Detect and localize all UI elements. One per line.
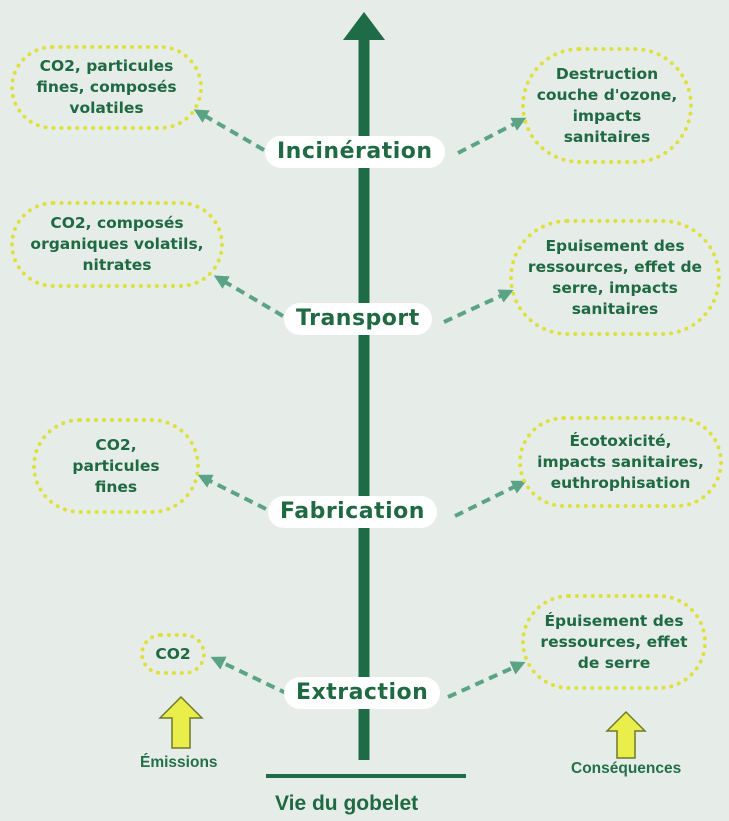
emissions-bubble-fabrication: CO2, particules fines: [32, 418, 200, 514]
consequences-bubble-extraction: Épuisement des ressources, effet de serr…: [521, 594, 707, 690]
consequences-bubble-transport: Epuisement des ressources, effet de serr…: [509, 219, 721, 336]
text-line: Destruction: [555, 64, 659, 83]
stage-label-transport: Transport: [284, 303, 432, 335]
consequences-bubble-fabrication: Écotoxicité, impacts sanitaires, euthrop…: [518, 416, 723, 508]
arrow-transport-emissions: [213, 275, 285, 318]
text-line: organiques volatils,: [30, 235, 204, 253]
legend-consequences: Conséquences: [571, 760, 682, 777]
emissions-bubble-transport: CO2, composés organiques volatils, nitra…: [10, 201, 224, 288]
emissions-bubble-incineration: CO2, particules fines, composés volatile…: [10, 45, 203, 130]
text-line: Epuisement des: [545, 236, 685, 255]
text-line: ressources, effet de: [527, 257, 703, 276]
text-line: de serre: [577, 653, 651, 672]
text-line: impacts sanitaires,: [537, 452, 704, 471]
text-line: CO2: [155, 644, 191, 663]
text-line: ressources, effet: [540, 632, 688, 651]
legend-emissions: Émissions: [140, 754, 218, 771]
arrow-incineration-consequences: [457, 117, 527, 155]
text-line: fines, composés: [36, 78, 177, 96]
text-line: nitrates: [82, 256, 152, 274]
consequences-bubble-incineration: Destruction couche d'ozone, impacts sani…: [521, 47, 693, 164]
stage-label-extraction: Extraction: [284, 677, 441, 709]
text-line: particules: [72, 456, 160, 475]
text-line: fines: [94, 477, 138, 496]
stage-label-fabrication: Fabrication: [268, 496, 437, 528]
arrow-incineration-emissions: [193, 109, 266, 152]
arrow-extraction-consequences: [447, 661, 526, 699]
emissions-bubble-extraction: CO2: [140, 633, 206, 675]
text-line: CO2, composés: [50, 214, 184, 232]
text-line: volatiles: [69, 99, 144, 117]
timeline-label: Vie du gobelet: [275, 792, 419, 815]
text-line: CO2,: [95, 435, 137, 454]
text-line: euthrophisation: [550, 473, 691, 492]
arrow-extraction-emissions: [210, 656, 289, 696]
text-line: CO2, particules: [39, 57, 174, 75]
arrow-fabrication-emissions: [197, 474, 267, 511]
arrow-transport-consequences: [443, 289, 514, 324]
up-arrow-icon-consequences: [605, 710, 647, 759]
text-line: impacts: [572, 106, 642, 125]
stage-label-incineration: Incinération: [265, 136, 445, 168]
text-line: Écotoxicité,: [569, 431, 672, 450]
text-line: sanitaires: [563, 127, 651, 146]
timeline-arrowhead: [343, 12, 385, 40]
ground-line: [266, 774, 466, 778]
arrow-fabrication-consequences: [454, 480, 527, 518]
timeline-axis: [358, 38, 370, 760]
text-line: couche d'ozone,: [536, 85, 678, 104]
up-arrow-icon-emissions: [158, 695, 204, 749]
text-line: Épuisement des: [544, 611, 684, 630]
text-line: sanitaires: [571, 299, 659, 318]
text-line: serre, impacts: [552, 278, 678, 297]
